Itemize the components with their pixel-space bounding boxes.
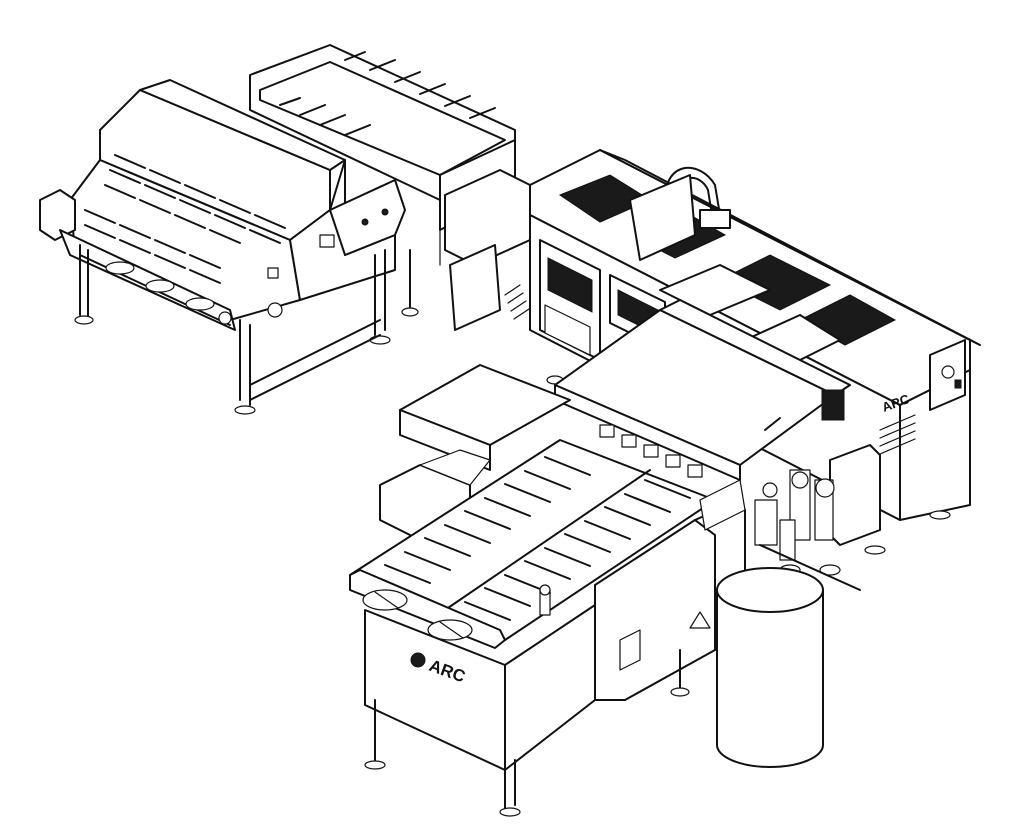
- connector-plates: [599, 424, 703, 478]
- left-sheeter-unit: [39, 79, 406, 415]
- rear-vent-slots: [279, 51, 496, 136]
- side-grille: [879, 414, 916, 455]
- waste-bin: [716, 567, 824, 768]
- front-rollers: [349, 569, 506, 649]
- rear-oven-module: [249, 44, 531, 331]
- valve-assembly: [754, 444, 881, 591]
- left-hood-vents: [84, 154, 286, 284]
- left-lower-rollers: [105, 261, 215, 311]
- belt-slats: [384, 456, 691, 621]
- lower-vent-grid: [504, 284, 530, 320]
- front-conveyor-unit: ARC: [349, 364, 746, 817]
- logo-circle-icon: [410, 652, 426, 668]
